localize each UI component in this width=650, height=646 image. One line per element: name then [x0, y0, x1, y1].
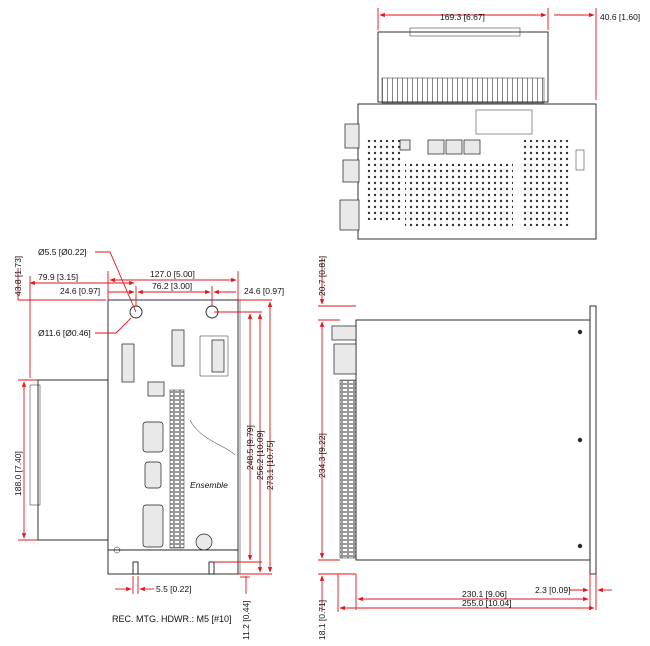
front-left-header [121, 343, 135, 383]
top-view: 169.3 [6.67] 40.6 [1.60] [339, 8, 640, 240]
dim-top-width: 169.3 [6.67] [440, 12, 485, 22]
front-dsub-2 [144, 461, 162, 489]
dim-left-offset: 24.6 [0.97] [60, 286, 100, 296]
front-power-terminals [211, 339, 225, 373]
dim-top-offset-left: 43.8 [1.73] [13, 256, 23, 296]
dim-side-depth-b: 255.0 [10.04] [462, 598, 512, 608]
top-label [475, 109, 533, 135]
mount-slot-bottom-left [132, 561, 139, 575]
front-fan [195, 533, 213, 551]
top-fuse [575, 149, 585, 171]
dim-side-height: 234.3 [9.22] [317, 433, 327, 478]
top-side-connector-1 [344, 123, 360, 149]
front-top-connector [171, 329, 185, 367]
dim-bottom-offset: 11.2 [0.44] [241, 600, 251, 640]
top-connector-b [445, 139, 463, 155]
front-dsub-1 [142, 421, 164, 453]
front-power-block [199, 335, 229, 377]
dim-side-depth-a: 230.1 [9.06] [462, 589, 507, 599]
mount-slot-bottom-right [208, 561, 215, 575]
top-vents-right [520, 140, 570, 226]
dim-side-bottom-offset: 18.1 [0.71] [317, 600, 327, 640]
front-heatsink [37, 379, 109, 541]
dim-side-flange: 2.3 [0.09] [535, 585, 570, 595]
top-connector-a [427, 139, 445, 155]
side-view: 20.7 [0.81] 234.3 [9.22] 18.1 [0.71] 2.3… [317, 256, 612, 640]
note-mounting-hardware: REC. MTG. HDWR.: M5 [#10] [112, 614, 232, 624]
front-ethernet [147, 381, 165, 397]
dim-heatsink-height: 188.0 [7.40] [13, 451, 23, 496]
side-chassis [355, 319, 591, 561]
front-heatsink-handle [29, 384, 41, 506]
dim-height-c: 273.1 [10.75] [265, 440, 275, 490]
dim-slot-width: 5.5 [0.22] [156, 584, 191, 594]
side-screw-3 [577, 543, 583, 549]
side-power-connector [333, 343, 357, 375]
dim-hole-spacing: 76.2 [3.00] [152, 281, 192, 291]
top-switch [399, 139, 411, 151]
top-vents-mid [405, 162, 513, 230]
side-terminal-strip [339, 379, 357, 559]
side-screw-2 [577, 437, 583, 443]
dim-slot-dia: Ø11.6 [Ø0.46] [38, 328, 91, 338]
dim-hole-to-edge: 79.9 [3.15] [38, 272, 78, 282]
dim-hole-dia: Ø5.5 [Ø0.22] [38, 247, 87, 257]
dim-height-b: 256.2 [10.09] [255, 430, 265, 480]
side-top-connector [331, 325, 357, 341]
side-flange [589, 305, 597, 575]
top-heatsink-fins [381, 77, 545, 104]
front-dsub-3 [142, 504, 164, 548]
dim-front-width: 127.0 [5.00] [150, 269, 195, 279]
front-logo: Ensemble [190, 480, 228, 490]
top-side-connector-3 [339, 199, 360, 231]
top-heatsink-handle [409, 27, 521, 37]
dim-right-offset: 24.6 [0.97] [244, 286, 284, 296]
dim-height-a: 248.5 [9.79] [245, 425, 255, 470]
top-connector-c [463, 139, 481, 155]
side-screw-1 [577, 329, 583, 335]
dim-side-top-offset: 20.7 [0.81] [317, 256, 327, 296]
front-ce-mark [113, 546, 121, 554]
front-panel-curve [189, 419, 236, 456]
top-vents-left [366, 140, 402, 220]
top-side-connector-2 [342, 159, 360, 183]
front-view: Ensemble Ø5.5 [Ø0.22] Ø11.6 [Ø0.46] 79.9… [13, 247, 284, 640]
front-terminal-strip [169, 389, 185, 549]
dim-top-depth: 40.6 [1.60] [600, 12, 640, 22]
